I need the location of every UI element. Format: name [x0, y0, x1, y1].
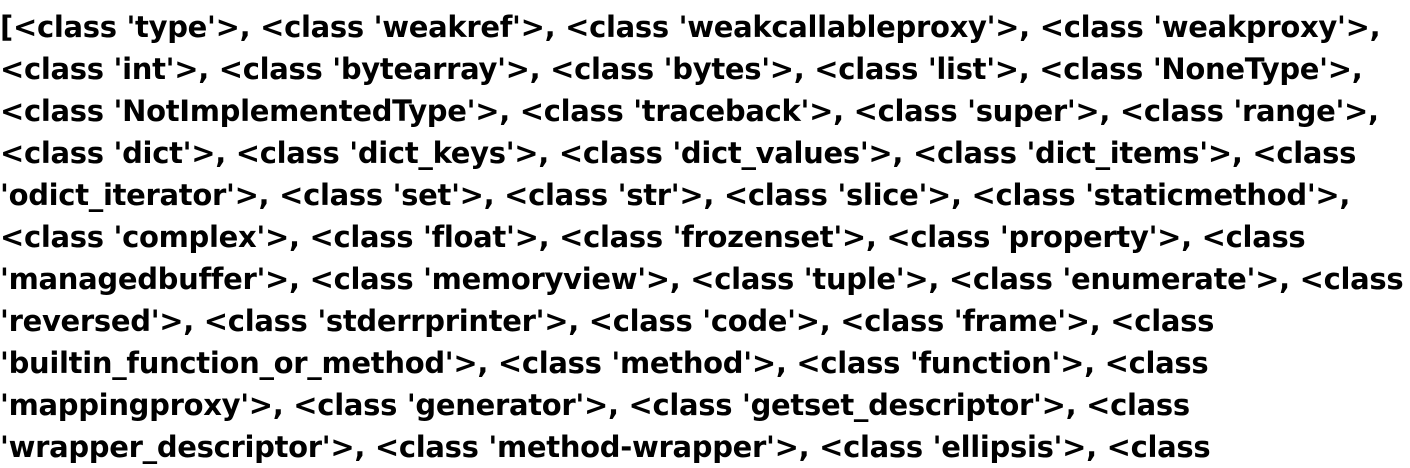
output-line: <class 'dict'>, <class 'dict_keys'>, <cl… — [0, 136, 1357, 170]
output-line: 'managedbuffer'>, <class 'memoryview'>, … — [0, 262, 1404, 296]
output-line: <class 'complex'>, <class 'float'>, <cla… — [0, 220, 1306, 254]
output-line: 'mappingproxy'>, <class 'generator'>, <c… — [0, 388, 1190, 422]
subclasses-output-text: [<class 'type'>, <class 'weakref'>, <cla… — [0, 6, 1410, 468]
output-line: 'wrapper_descriptor'>, <class 'method-wr… — [0, 430, 1211, 464]
output-line: [<class 'type'>, <class 'weakref'>, <cla… — [0, 10, 1381, 44]
output-line: <class 'NotImplementedType'>, <class 'tr… — [0, 94, 1379, 128]
output-line: 'builtin_function_or_method'>, <class 'm… — [0, 346, 1209, 380]
output-line: 'odict_iterator'>, <class 'set'>, <class… — [0, 178, 1351, 212]
output-line: 'reversed'>, <class 'stderrprinter'>, <c… — [0, 304, 1215, 338]
output-line: <class 'int'>, <class 'bytearray'>, <cla… — [0, 52, 1363, 86]
